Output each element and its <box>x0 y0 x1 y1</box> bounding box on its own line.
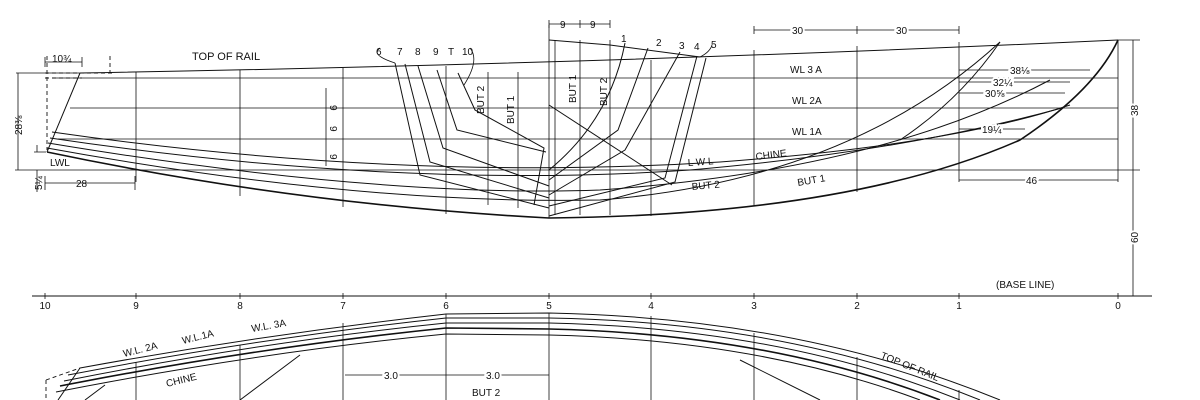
plan-wl1a-label: W.L.1A <box>181 328 215 347</box>
lwl-left-label: LWL <box>50 158 70 169</box>
wl-spacing-dim-3: 9 <box>327 154 338 160</box>
plan-but-spacing-2: 3.0 <box>486 371 500 382</box>
but-spacing-dim-2: 9 <box>590 20 596 31</box>
station-3-label: 3 <box>679 41 685 52</box>
station-number-label: 5 <box>546 301 552 312</box>
station-lines <box>135 25 1119 218</box>
sheer-height-dim: 38 <box>1130 104 1141 116</box>
station-number-label: 7 <box>340 301 346 312</box>
transom-width-dim: 10¾ <box>52 54 72 65</box>
station-1-label: 1 <box>621 34 627 45</box>
but2-fwd-label: BUT 2 <box>599 77 610 106</box>
station-8-label: 8 <box>415 47 421 58</box>
lwl-offset-dim: 28 <box>76 179 88 190</box>
bow-wl3a-dim: 38⅛ <box>1010 66 1030 77</box>
wl1a-label: WL 1A <box>792 127 822 138</box>
plan-wl3a-label: W.L. 3A <box>251 318 288 335</box>
base-height-dim: 60 <box>1130 231 1141 243</box>
dimension-lines <box>16 20 1140 296</box>
wl2a-label: WL 2A <box>792 96 822 107</box>
station-2-label: 2 <box>656 38 662 49</box>
station-4-label: 4 <box>694 42 700 53</box>
station-number-label: 6 <box>443 301 449 312</box>
station-number-label: 8 <box>237 301 243 312</box>
station-spacing-dim-1: 30 <box>792 26 804 37</box>
sheer-line <box>79 39 1119 74</box>
station-number-label: 1 <box>956 301 962 312</box>
station-number-label: 10 <box>39 301 51 312</box>
station-7-label: 7 <box>397 47 403 58</box>
but1-fwd-label: BUT 1 <box>568 74 579 103</box>
waterlines <box>15 77 1140 171</box>
station-number-label: 2 <box>854 301 860 312</box>
profile-view: TOP OF RAIL LWL WL 3 A WL 2A WL 1A L W L… <box>14 20 1143 296</box>
but-spacing-dim-1: 9 <box>560 20 566 31</box>
plan-view: W.L. 2A W.L.1A W.L. 3A CHINE TOP OF RAIL… <box>45 312 1001 400</box>
transom-height-dim: 28⅜ <box>14 115 25 135</box>
but2-aft-label: BUT 2 <box>476 85 487 114</box>
wl3a-label: WL 3 A <box>790 65 822 76</box>
wl-spacing-dim-1: 9 <box>327 105 338 111</box>
plan-but-spacing-1: 3.0 <box>384 371 398 382</box>
station-number-label: 9 <box>133 301 139 312</box>
station-10-label: 10 <box>462 47 474 58</box>
top-of-rail-label: TOP OF RAIL <box>192 51 260 63</box>
bow-wl1a-dim: 30⅝ <box>985 89 1005 100</box>
but2-label: BUT 2 <box>691 180 720 193</box>
body-plan-sections <box>376 39 713 217</box>
station-number-label: 0 <box>1115 301 1121 312</box>
bow-overhang-dim: 46 <box>1026 176 1038 187</box>
wl-spacing-dim-2: 9 <box>327 126 338 132</box>
plan-chine-label: CHINE <box>165 372 198 390</box>
but1-aft-label: BUT 1 <box>506 95 517 124</box>
station-5-label: 5 <box>711 40 717 51</box>
bow-wl2a-dim: 32¼ <box>993 77 1013 89</box>
station-t-label: T <box>448 47 454 58</box>
but1-label: BUT 1 <box>797 173 827 189</box>
base-line-label: (BASE LINE) <box>996 280 1054 291</box>
bow-lwl-dim: 19¼ <box>982 124 1002 136</box>
buttock-chine-lines <box>46 39 1119 219</box>
station-6-label: 6 <box>376 47 382 58</box>
chine-label: CHINE <box>755 148 788 163</box>
below-lwl-dim: 5¼ <box>33 175 45 190</box>
plan-but2-label: BUT 2 <box>472 388 501 399</box>
lwl-label: L W L <box>687 156 714 169</box>
station-spacing-dim-2: 30 <box>896 26 908 37</box>
station-number-label: 3 <box>751 301 757 312</box>
station-9-label: 9 <box>433 47 439 58</box>
plan-station-lines <box>135 313 960 400</box>
station-number-label: 4 <box>648 301 654 312</box>
